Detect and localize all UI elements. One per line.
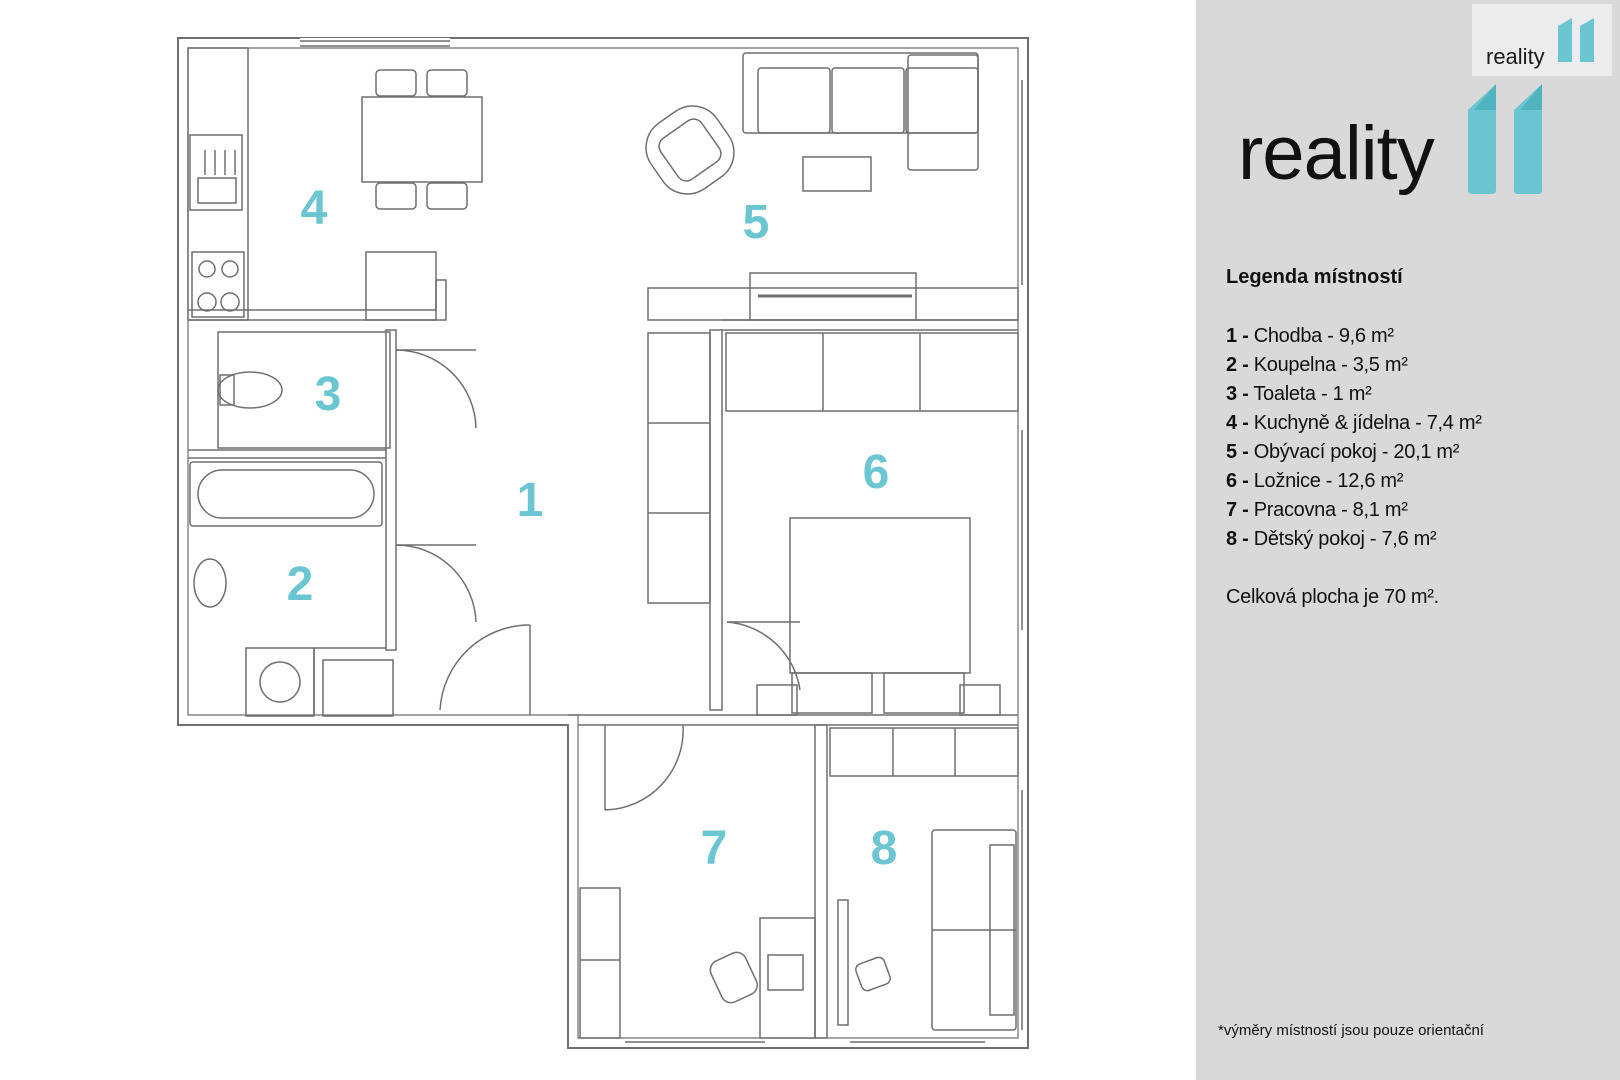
big-logo: reality <box>1238 76 1578 206</box>
room-number-4: 4 <box>301 182 328 235</box>
legend-item: 3 - Toaleta - 1 m² <box>1226 383 1372 405</box>
legend-list: 1 - Chodba - 9,6 m² 2 - Koupelna - 3,5 m… <box>1226 322 1482 554</box>
legend-item: 1 - Chodba - 9,6 m² <box>1226 325 1394 347</box>
room-number-8: 8 <box>871 822 898 875</box>
legend-panel: reality reality Legenda místností 1 - Ch… <box>1196 0 1620 1080</box>
room-number-7: 7 <box>701 822 728 875</box>
footnote: *výměry místností jsou pouze orientační <box>1218 1022 1484 1039</box>
legend-title: Legenda místností <box>1226 266 1403 288</box>
logo-mark-big-icon <box>1468 84 1542 194</box>
legend-item: 7 - Pracovna - 8,1 m² <box>1226 499 1408 521</box>
legend-item: 6 - Ložnice - 12,6 m² <box>1226 470 1404 492</box>
logo-mark-small-icon <box>1558 18 1594 62</box>
big-logo-text: reality <box>1238 111 1435 196</box>
legend-item: 8 - Dětský pokoj - 7,6 m² <box>1226 528 1437 550</box>
small-logo-text: reality <box>1486 44 1545 69</box>
room-number-6: 6 <box>863 446 890 499</box>
small-logo: reality <box>1472 4 1612 76</box>
room-number-3: 3 <box>315 368 342 421</box>
legend-item: 4 - Kuchyně & jídelna - 7,4 m² <box>1226 412 1482 434</box>
legend-item: 5 - Obývací pokoj - 20,1 m² <box>1226 441 1460 463</box>
room-number-5: 5 <box>743 196 770 249</box>
total-area: Celková plocha je 70 m². <box>1226 586 1439 608</box>
room-numbers: 1 2 3 4 5 6 7 8 <box>287 182 898 875</box>
legend-item: 2 - Koupelna - 3,5 m² <box>1226 354 1408 376</box>
floor-plan: 1 2 3 4 5 6 7 8 <box>177 37 1029 1049</box>
room-number-1: 1 <box>517 474 544 527</box>
floor-plan-drawing: 1 2 3 4 5 6 7 8 <box>177 37 1029 1049</box>
room-number-2: 2 <box>287 558 314 611</box>
